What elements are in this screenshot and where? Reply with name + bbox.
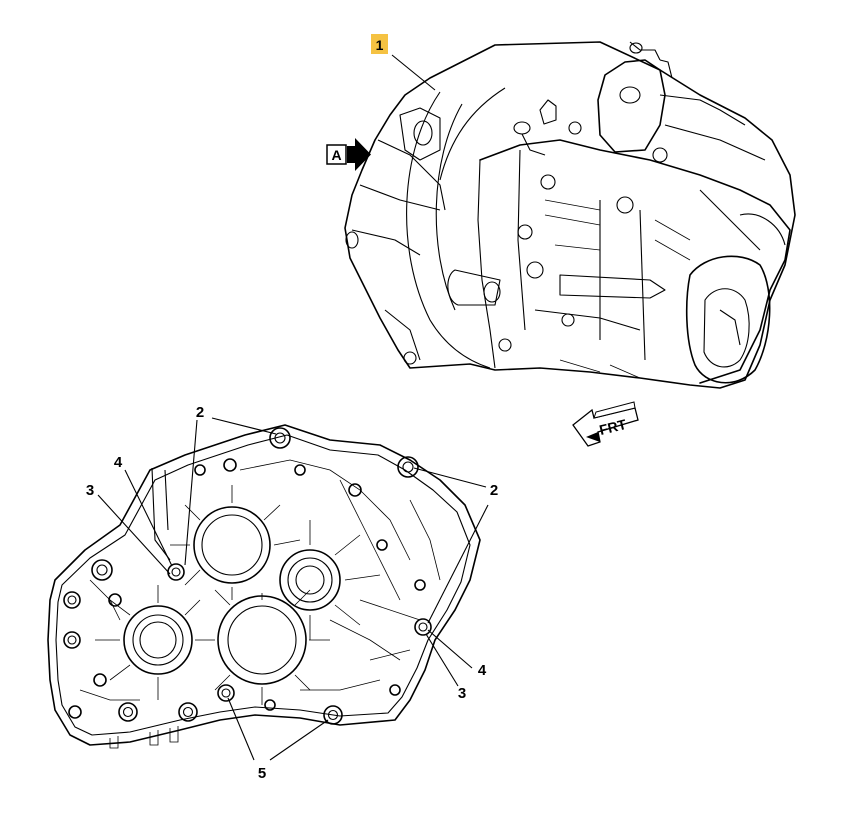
part-tag-1: 1 <box>371 34 388 54</box>
view-arrow-label: A <box>331 147 341 163</box>
callout-bolt-top-right: 2 <box>490 482 498 499</box>
part-tag-label: 1 <box>376 37 384 53</box>
front-arrow-label: FRT <box>598 416 629 438</box>
callout-leaders <box>97 417 489 761</box>
view-arrow-a: A <box>326 138 371 171</box>
callout-stud-right: 3 <box>458 685 466 702</box>
callout-dowel-left: 4 <box>114 454 123 471</box>
housing-flange-drawing <box>47 424 481 749</box>
arrow-right-icon <box>347 138 371 171</box>
callout-stud-left: 3 <box>86 482 94 499</box>
callout-dowel-right: 4 <box>478 662 487 679</box>
leader-part-1 <box>391 54 436 91</box>
callout-bolt-bottom: 5 <box>258 765 266 782</box>
callout-bolt-top-center: 2 <box>196 404 204 421</box>
transmission-assembly-drawing <box>344 41 796 389</box>
front-direction-arrow: FRT <box>572 401 639 447</box>
callout-labels: 2 2 4 3 4 3 5 <box>86 404 498 782</box>
